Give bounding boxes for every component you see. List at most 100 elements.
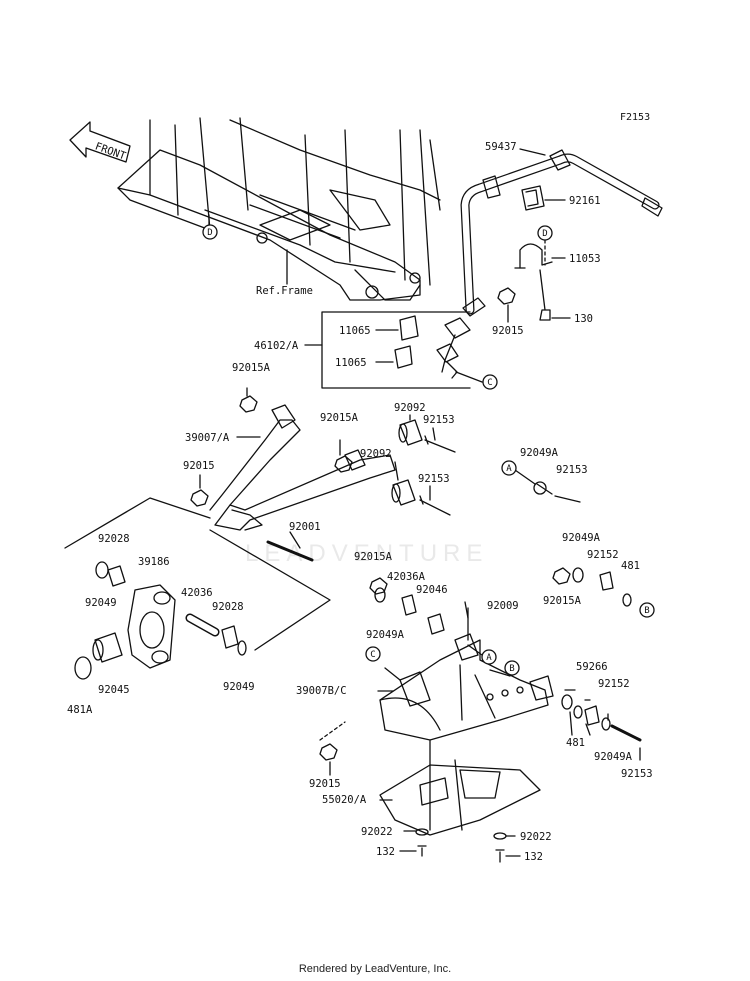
- nut-92015A: [239, 395, 258, 413]
- part-label: 92015: [309, 778, 341, 790]
- part-label: 59437: [485, 141, 517, 153]
- part-label: 92152: [587, 549, 619, 561]
- bushing-92046: [427, 613, 445, 635]
- callout-b-1-text: B: [644, 606, 649, 616]
- part-label: 92153: [423, 414, 455, 426]
- callout-a-2-text: A: [486, 653, 492, 663]
- figure-code: F2153: [620, 112, 651, 123]
- nut-92015A-3: [552, 567, 571, 585]
- nut-92015: [497, 287, 516, 305]
- part-label: 92153: [418, 473, 450, 485]
- part-label: 92015A: [354, 551, 393, 563]
- footer-credit: Rendered by LeadVenture, Inc.: [298, 963, 452, 975]
- seal-92049-2: [237, 640, 247, 656]
- part-label: 92028: [98, 533, 130, 545]
- washer-92049A-3: [601, 717, 611, 731]
- bolt-92153-4: [610, 724, 642, 742]
- callout-c-1: [482, 374, 498, 390]
- sleeve-42036A: [401, 594, 417, 616]
- frame-illustration: [117, 117, 441, 301]
- front-arrow-icon: [69, 121, 131, 163]
- part-label: 42036: [181, 587, 213, 599]
- part-label: 481: [566, 737, 585, 749]
- nut-92015A-2: [334, 455, 353, 473]
- nut-92015A-4: [369, 577, 388, 595]
- callout-b-2: [504, 660, 520, 676]
- callout-c-2: [365, 646, 381, 662]
- part-label: 92001: [289, 521, 321, 533]
- fitting-92009: [464, 601, 469, 619]
- clamp-11053: [514, 243, 553, 269]
- bolt-132: [417, 845, 427, 857]
- part-label: 132: [524, 851, 543, 863]
- upper-a-arm: [209, 404, 396, 531]
- callout-b-2-text: B: [509, 664, 514, 674]
- part-label: 39007/A: [185, 432, 230, 444]
- part-label: 39007B/C: [296, 685, 347, 697]
- callout-c-2-text: C: [370, 650, 375, 660]
- part-label: 92015: [183, 460, 215, 472]
- bolt-92001: [266, 540, 314, 562]
- part-label: 92046: [416, 584, 448, 596]
- bushing-92161: [521, 185, 545, 211]
- part-label: 92022: [361, 826, 393, 838]
- part-label: 92049: [223, 681, 255, 693]
- part-label: 92049A: [520, 447, 559, 459]
- bushing-92092: [391, 419, 423, 506]
- part-label: 130: [574, 313, 593, 325]
- bolt-92153-3: [536, 483, 581, 503]
- part-label: 92049: [85, 597, 117, 609]
- bushing-92028: [107, 565, 126, 587]
- part-label: 11065: [339, 325, 371, 337]
- part-label: 11065: [335, 357, 367, 369]
- seal-92049: [95, 561, 109, 579]
- stabilizer-bar: [460, 149, 663, 317]
- part-label: 42036A: [387, 571, 426, 583]
- bolt-92153-2: [419, 495, 451, 516]
- part-label: 11053: [569, 253, 601, 265]
- part-label: 132: [376, 846, 395, 858]
- circlip-481: [622, 593, 632, 607]
- lower-a-arm: [379, 633, 554, 741]
- washer-92049A: [374, 587, 386, 603]
- callout-a-1: [501, 460, 517, 476]
- seal-59266: [561, 694, 573, 710]
- washer-92022: [415, 828, 429, 836]
- part-label: 92152: [598, 678, 630, 690]
- part-label: 46102/A: [254, 340, 299, 352]
- part-label: 481: [621, 560, 640, 572]
- ref-frame-label: Ref.Frame: [256, 285, 313, 297]
- part-label: 92015A: [232, 362, 271, 374]
- part-label: 59266: [576, 661, 608, 673]
- part-label: 39186: [138, 556, 170, 568]
- link-group-box: [321, 311, 471, 389]
- callout-a-2: [481, 649, 497, 665]
- part-label: 92015A: [320, 412, 359, 424]
- part-label: 92153: [621, 768, 653, 780]
- part-label: 92015: [492, 325, 524, 337]
- callout-d-2: [537, 225, 553, 241]
- washer-92049A-2: [572, 567, 584, 583]
- skid-plate: [379, 739, 541, 836]
- part-label: 92009: [487, 600, 519, 612]
- collar-92028: [221, 625, 239, 649]
- part-label: 92092: [360, 448, 392, 460]
- part-label: 92022: [520, 831, 552, 843]
- callout-d-2-text: D: [542, 229, 547, 239]
- part-label: 92049A: [594, 751, 633, 763]
- knuckle-39186: [127, 584, 176, 669]
- callout-d-1-text: D: [207, 228, 212, 238]
- part-label: 481A: [67, 704, 93, 716]
- part-label: 92049A: [366, 629, 405, 641]
- part-label: 92015A: [543, 595, 582, 607]
- nut-92015-3: [319, 743, 338, 761]
- bolt-132-2: [495, 849, 505, 863]
- bracket-box: [64, 497, 331, 651]
- circlip-481A: [74, 656, 92, 680]
- part-label: 92092: [394, 402, 426, 414]
- part-label: 92153: [556, 464, 588, 476]
- bearing-92045: [92, 632, 123, 663]
- part-label: 92161: [569, 195, 601, 207]
- bolt-130: [539, 269, 551, 321]
